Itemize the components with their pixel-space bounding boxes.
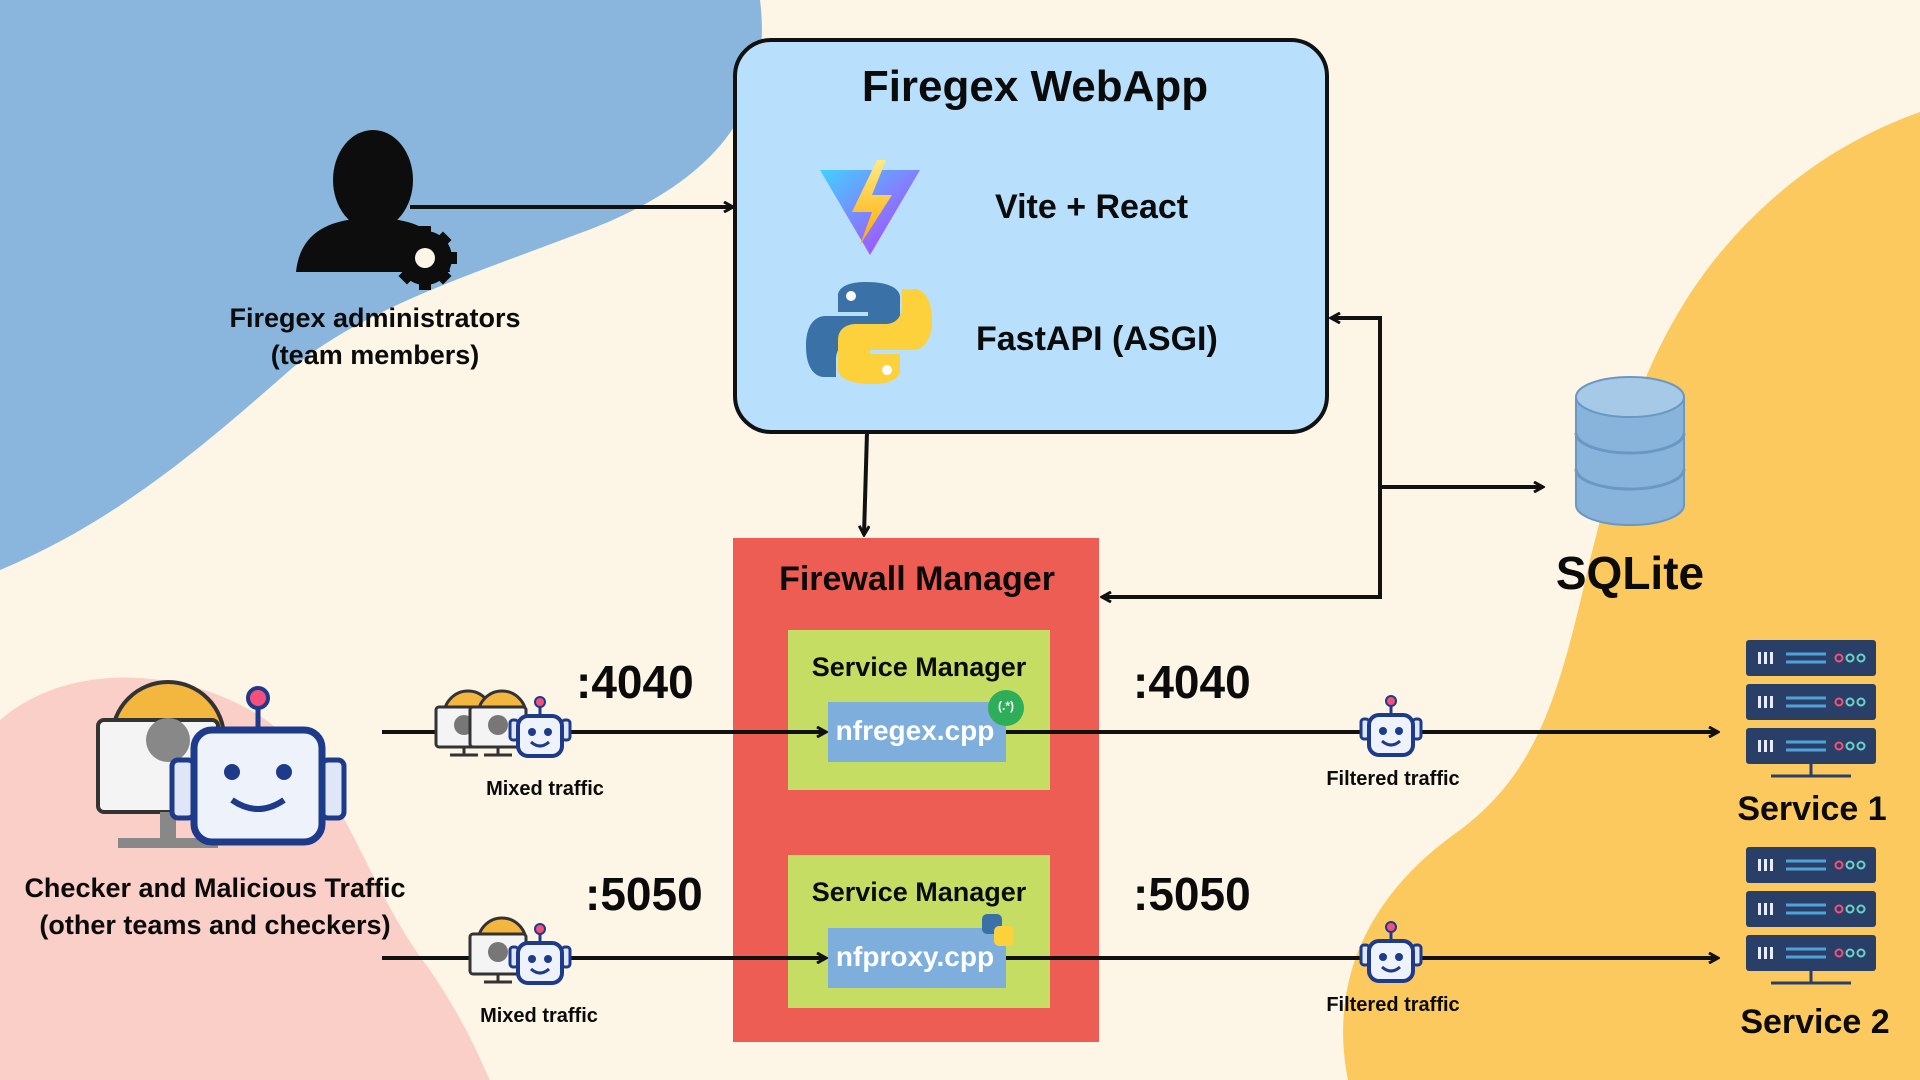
ingress-port-1: :4040 — [576, 656, 694, 708]
traffic-source-label-line1: Checker and Malicious Traffic — [24, 873, 406, 903]
vite-logo-icon — [820, 160, 920, 255]
python-logo-icon — [806, 282, 932, 384]
regex-badge-label: (.*) — [998, 699, 1014, 713]
ingress-port-2: :5050 — [585, 868, 703, 920]
filtered-traffic-robot-1 — [1359, 694, 1423, 757]
server-rack-icon-2 — [1744, 845, 1878, 985]
service-2-label: Service 2 — [1740, 1003, 1890, 1041]
filtered-traffic-label-2: Filtered traffic — [1326, 994, 1460, 1016]
traffic-source-label: Checker and Malicious Traffic (other tea… — [0, 870, 430, 944]
database-label: SQLite — [1555, 547, 1705, 599]
mixed-traffic-icon-2 — [468, 916, 572, 985]
egress-port-2: :5050 — [1133, 868, 1251, 920]
admin-label-line2: (team members) — [270, 340, 480, 370]
regex-badge-icon — [988, 690, 1024, 726]
nfregex-module-box — [828, 702, 1006, 762]
traffic-source-label-line2: (other teams and checkers) — [39, 910, 391, 940]
service-manager-label-1: Service Manager — [811, 652, 1027, 682]
service-manager-label-2: Service Manager — [811, 877, 1027, 907]
egress-port-1: :4040 — [1133, 656, 1251, 708]
mixed-traffic-label-2: Mixed traffic — [480, 1005, 598, 1027]
webapp-title: Firegex WebApp — [861, 62, 1209, 111]
admin-label-line1: Firegex administrators — [229, 303, 521, 333]
python-badge-icon — [982, 914, 1014, 946]
database-icon — [1574, 376, 1686, 526]
firewall-manager-title: Firewall Manager — [779, 560, 1055, 598]
blue-background-blob — [0, 0, 762, 570]
nfregex-module-label: nfregex.cpp — [835, 715, 995, 746]
admin-label: Firegex administrators (team members) — [195, 300, 555, 374]
mixed-traffic-icon-1 — [434, 689, 572, 758]
mixed-traffic-label-1: Mixed traffic — [486, 778, 604, 800]
server-rack-icon-1 — [1744, 638, 1878, 778]
admin-gear-icon — [393, 226, 457, 290]
nfproxy-module-label: nfproxy.cpp — [835, 941, 995, 972]
nfproxy-module-box — [828, 928, 1006, 988]
checker-robot-icon — [169, 686, 347, 846]
service-1-label: Service 1 — [1737, 790, 1887, 828]
filtered-traffic-label-1: Filtered traffic — [1326, 768, 1460, 790]
yellow-background-blob — [1343, 112, 1920, 1080]
backend-label: FastAPI (ASGI) — [976, 320, 1218, 358]
frontend-label: Vite + React — [995, 188, 1189, 226]
